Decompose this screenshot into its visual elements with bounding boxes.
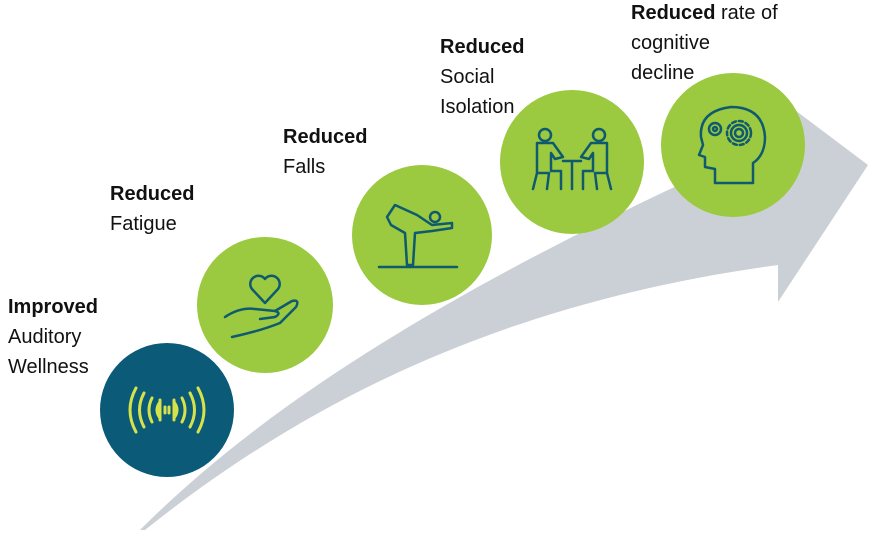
hearing-sound-waves-icon [128, 386, 206, 434]
step-2-circle [197, 237, 333, 373]
step-5-circle [661, 73, 805, 217]
balance-yoga-pose-icon [377, 203, 459, 269]
people-at-table-icon [531, 127, 613, 191]
step-1-circle [100, 343, 234, 477]
step-4-circle [500, 90, 644, 234]
heart-in-hand-icon [223, 274, 299, 339]
head-with-gears-icon [697, 105, 767, 185]
step-3-circle [352, 165, 492, 305]
